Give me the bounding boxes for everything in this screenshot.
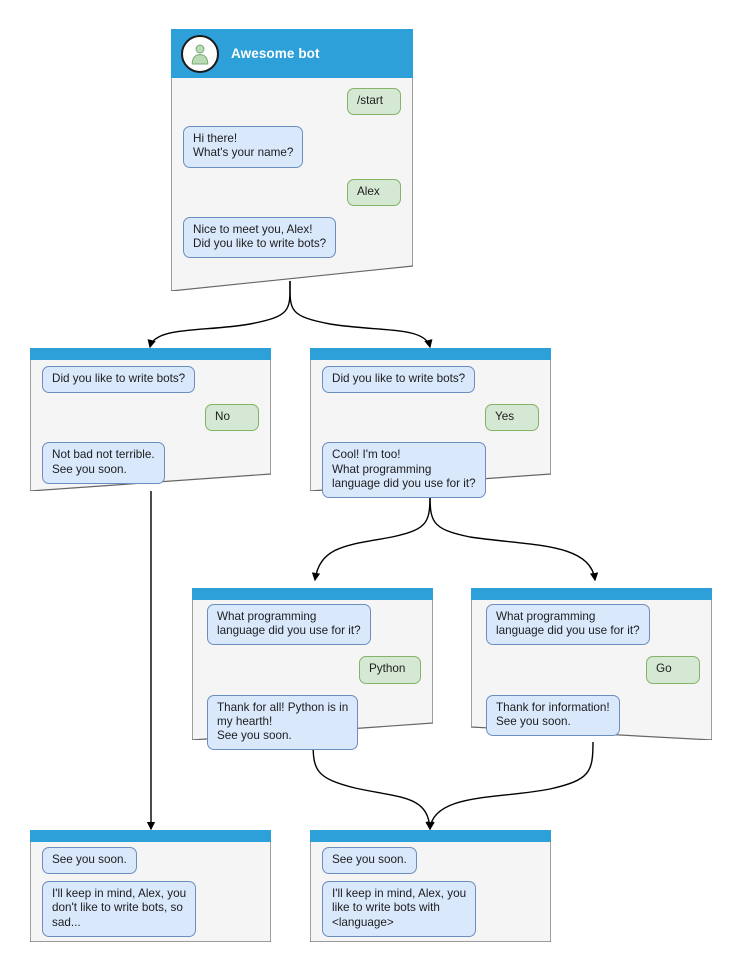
bot-message-bubble: Hi there! What's your name?: [183, 126, 304, 168]
message-row: What programming language did you use fo…: [486, 604, 700, 646]
user-message-bubble: Go: [646, 656, 700, 684]
window-header-bar: [310, 348, 551, 360]
message-list: /start Hi there! What's your name? Alex …: [171, 78, 413, 275]
bot-message-bubble: See you soon.: [322, 847, 417, 875]
bot-message-bubble: What programming language did you use fo…: [207, 604, 371, 646]
chat-window-branch-python[interactable]: What programming language did you use fo…: [192, 588, 433, 751]
bot-message-bubble: See you soon.: [42, 847, 137, 875]
user-message-bubble: No: [205, 404, 259, 432]
window-content: What programming language did you use fo…: [192, 588, 433, 767]
bot-message-bubble: Thank for all! Python is in my hearth! S…: [207, 694, 359, 751]
bot-message-bubble: Not bad not terrible. See you soon.: [42, 442, 165, 484]
message-row: I'll keep in mind, Alex, you like to wri…: [322, 881, 539, 937]
chat-window-root[interactable]: Awesome bot /start Hi there! What's your…: [171, 29, 413, 291]
message-row: I'll keep in mind, Alex, you don't like …: [42, 881, 259, 937]
chat-window-end-sad[interactable]: See you soon. I'll keep in mind, Alex, y…: [30, 830, 271, 942]
bot-message-bubble: Thank for information! See you soon.: [486, 694, 620, 737]
bot-message-bubble: What programming language did you use fo…: [486, 604, 650, 646]
message-row: See you soon.: [322, 847, 539, 875]
window-header-bar: [471, 588, 712, 600]
message-row: What programming language did you use fo…: [207, 604, 421, 646]
message-row: Thank for information! See you soon.: [486, 694, 700, 737]
message-row: Python: [207, 656, 421, 684]
window-content: What programming language did you use fo…: [471, 588, 712, 753]
message-row: Yes: [322, 404, 539, 432]
message-list: See you soon. I'll keep in mind, Alex, y…: [30, 842, 271, 954]
window-content: See you soon. I'll keep in mind, Alex, y…: [310, 830, 551, 954]
chat-window-branch-go[interactable]: What programming language did you use fo…: [471, 588, 712, 740]
message-row: Did you like to write bots?: [322, 366, 539, 394]
message-list: What programming language did you use fo…: [471, 600, 712, 753]
user-message-bubble: Alex: [347, 178, 401, 206]
message-list: See you soon. I'll keep in mind, Alex, y…: [310, 842, 551, 954]
bot-message-bubble: Did you like to write bots?: [322, 366, 476, 394]
chat-window-branch-no[interactable]: Did you like to write bots? No Not bad n…: [30, 348, 271, 491]
user-avatar-icon: [181, 34, 219, 73]
window-content: Did you like to write bots? Yes Cool! I'…: [310, 348, 551, 515]
bot-message-bubble: I'll keep in mind, Alex, you don't like …: [42, 881, 197, 937]
user-message-bubble: Yes: [485, 404, 539, 432]
user-message-bubble: /start: [347, 88, 401, 116]
window-header-bar: [30, 830, 271, 842]
window-header-bar: [310, 830, 551, 842]
message-row: Thank for all! Python is in my hearth! S…: [207, 694, 421, 751]
chat-window-end-happy[interactable]: See you soon. I'll keep in mind, Alex, y…: [310, 830, 551, 942]
message-list: What programming language did you use fo…: [192, 600, 433, 767]
message-row: Hi there! What's your name?: [183, 126, 401, 168]
message-row: No: [42, 404, 259, 432]
window-header-bar: Awesome bot: [171, 29, 413, 78]
window-content: See you soon. I'll keep in mind, Alex, y…: [30, 830, 271, 954]
message-list: Did you like to write bots? Yes Cool! I'…: [310, 360, 551, 515]
message-row: Cool! I'm too! What programming language…: [322, 442, 539, 499]
window-content: Did you like to write bots? No Not bad n…: [30, 348, 271, 501]
message-row: Not bad not terrible. See you soon.: [42, 442, 259, 484]
window-header-bar: [192, 588, 433, 600]
message-row: Did you like to write bots?: [42, 366, 259, 394]
bot-message-bubble: Nice to meet you, Alex! Did you like to …: [183, 216, 337, 259]
bot-message-bubble: Cool! I'm too! What programming language…: [322, 442, 486, 499]
message-row: Nice to meet you, Alex! Did you like to …: [183, 216, 401, 259]
message-list: Did you like to write bots? No Not bad n…: [30, 360, 271, 501]
bot-title: Awesome bot: [231, 46, 320, 61]
message-row: Go: [486, 656, 700, 684]
message-row: See you soon.: [42, 847, 259, 875]
bot-message-bubble: I'll keep in mind, Alex, you like to wri…: [322, 881, 477, 937]
chat-window-branch-yes[interactable]: Did you like to write bots? Yes Cool! I'…: [310, 348, 551, 499]
user-message-bubble: Python: [359, 656, 421, 684]
message-row: Alex: [183, 178, 401, 206]
message-row: /start: [183, 88, 401, 116]
window-content: Awesome bot /start Hi there! What's your…: [171, 29, 413, 275]
bot-message-bubble: Did you like to write bots?: [42, 366, 196, 394]
connector-go-to-end-happy: [426, 741, 594, 831]
window-header-bar: [30, 348, 271, 360]
